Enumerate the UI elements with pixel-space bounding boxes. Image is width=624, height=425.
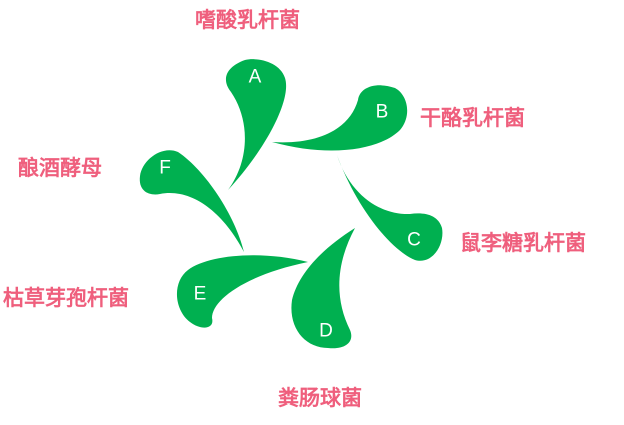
petal-d-letter: D [319,321,333,342]
petal-f-letter: F [159,158,171,179]
label-casei: 干酪乳杆菌 [420,106,525,130]
label-cerevisiae: 酿酒酵母 [18,156,102,180]
petal-b: B [272,85,408,151]
petal-e-letter: E [194,284,207,305]
petal-a-letter: A [249,67,262,88]
petal-c-shape [337,155,443,261]
petal-f-shape [139,150,244,252]
petal-a-shape [225,59,287,190]
petal-d: D [291,228,355,349]
petal-e-shape [176,255,308,328]
petal-d-shape [291,228,355,349]
petal-f: F [139,150,244,252]
petal-c: C [337,155,443,261]
petal-b-shape [272,85,408,151]
label-acidophilus: 嗜酸乳杆菌 [195,8,300,32]
petal-c-letter: C [407,230,421,251]
petal-b-letter: B [376,102,389,123]
label-subtilis: 枯草芽孢杆菌 [3,286,129,310]
petal-a: A [225,59,287,190]
petal-e: E [176,255,308,328]
label-rhamnosus: 鼠李糖乳杆菌 [460,231,586,255]
label-faecalis: 粪肠球菌 [278,386,362,410]
